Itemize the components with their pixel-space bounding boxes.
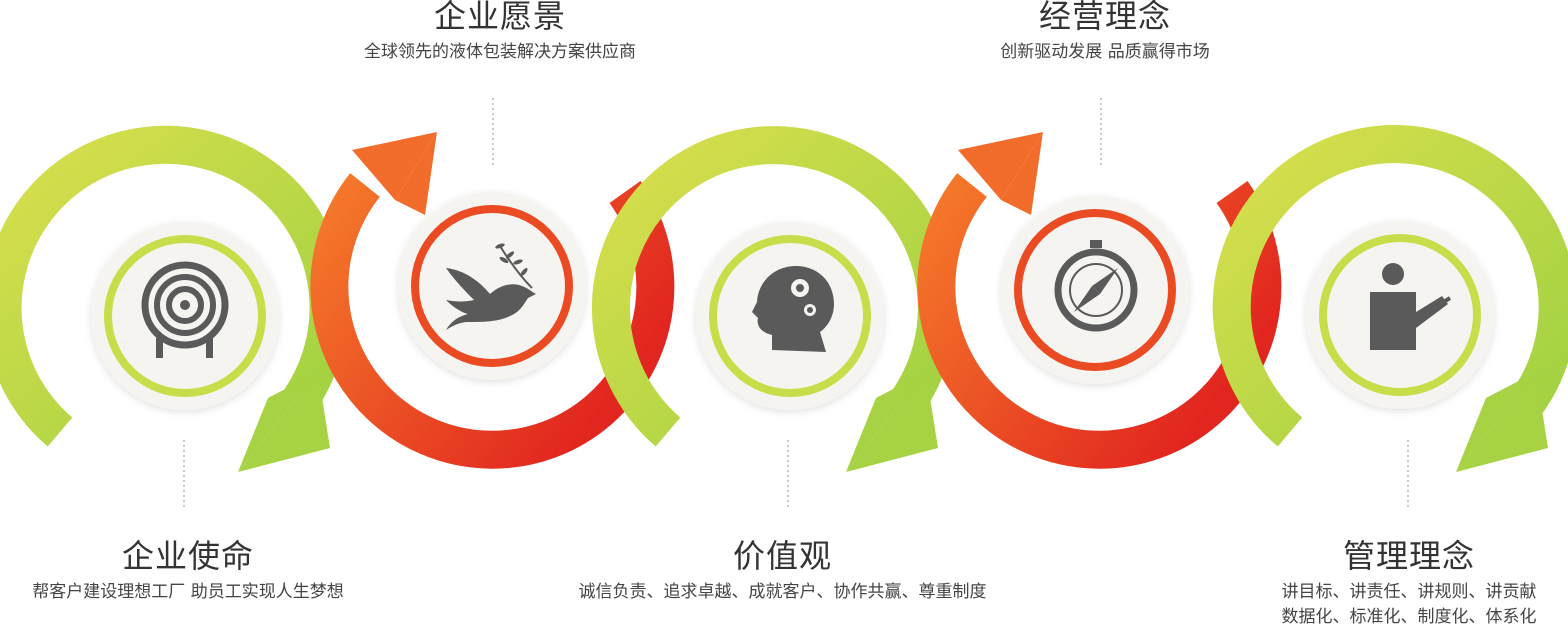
target-icon <box>141 261 229 358</box>
head-gears-icon <box>752 266 834 352</box>
ring-arrow-4 <box>917 132 1282 469</box>
section-mission: 企业使命 帮客户建设理想工厂 助员工实现人生梦想 <box>0 540 376 603</box>
section-vision: 企业愿景 全球领先的液体包装解决方案供应商 <box>320 0 680 63</box>
section-desc: 全球领先的液体包装解决方案供应商 <box>364 42 636 62</box>
section-title: 企业愿景 <box>433 0 566 35</box>
section-management-philosophy: 管理理念 讲目标、讲责任、讲规则、讲贡献 数据化、标准化、制度化、体系化 <box>1250 540 1568 629</box>
disc-2 <box>398 192 586 380</box>
section-desc: 诚信负责、追求卓越、成就客户、协作共赢、尊重制度 <box>578 582 987 602</box>
presenter-icon <box>1370 263 1452 350</box>
section-business-philosophy: 经营理念 创新驱动发展 品质赢得市场 <box>960 0 1250 63</box>
section-title: 经营理念 <box>1038 0 1171 35</box>
section-desc-line-2: 数据化、标准化、制度化、体系化 <box>1281 606 1537 627</box>
disc-1 <box>91 222 279 410</box>
section-title: 管理理念 <box>1342 537 1475 575</box>
section-desc-line-1: 讲目标、讲责任、讲规则、讲贡献 <box>1281 582 1537 602</box>
ring-arrow-5 <box>1212 125 1568 472</box>
compass-icon <box>1054 240 1138 332</box>
section-desc: 创新驱动发展 品质赢得市场 <box>1000 42 1210 62</box>
section-desc: 帮客户建设理想工厂 助员工实现人生梦想 <box>32 582 344 602</box>
ring-arrow-2 <box>310 132 675 469</box>
dove-icon <box>446 243 536 330</box>
section-title: 价值观 <box>732 537 832 575</box>
section-values: 价值观 诚信负责、追求卓越、成就客户、协作共赢、尊重制度 <box>520 540 1045 603</box>
section-title: 企业使命 <box>121 537 254 575</box>
